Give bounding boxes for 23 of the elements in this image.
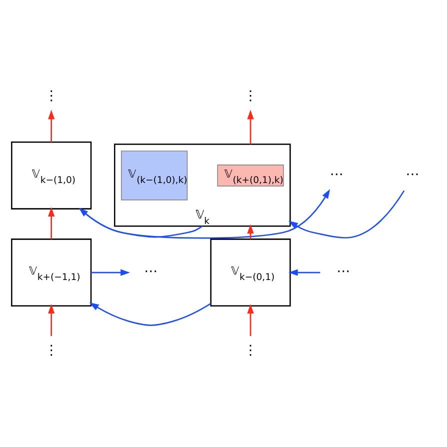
node-box: 𝕍$_{(k−(1,0),k)}$ — [120, 150, 188, 200]
node-text: ⋯ — [406, 166, 420, 182]
arrow — [48, 206, 55, 239]
node-box: 𝕍$_{k−(0,1)}$ — [210, 238, 291, 306]
node-box: 𝕍$_{k+(−1,1)}$ — [11, 238, 92, 306]
arrow — [288, 190, 405, 238]
node-text: ⋯ — [336, 263, 350, 280]
node-text: ⋯ — [144, 263, 158, 280]
arrow — [48, 109, 55, 142]
arrow — [247, 304, 254, 336]
node-box: 𝕍$_{k−(1,0)}$ — [11, 141, 92, 209]
node-box: 𝕍$_{(k+(0,1),k)}$ — [217, 164, 284, 186]
node-text: ⋮ — [244, 87, 258, 104]
node-text: ⋮ — [44, 342, 58, 358]
node-text: ⋮ — [244, 342, 258, 358]
arrow — [78, 207, 203, 238]
arrow — [247, 109, 254, 144]
arrow — [288, 268, 320, 276]
arrow — [91, 268, 130, 276]
arrow — [48, 304, 55, 336]
arrow — [89, 302, 212, 326]
node-text: ⋮ — [44, 87, 58, 104]
node-text: ⋯ — [330, 166, 344, 182]
